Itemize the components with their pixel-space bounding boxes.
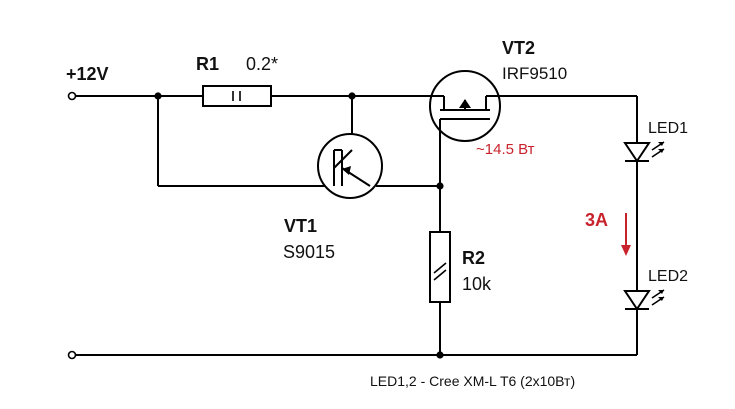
transistor-vt1 (317, 133, 383, 199)
r2-value: 10k (462, 274, 492, 294)
terminal-top (67, 91, 77, 101)
terminal-bottom (67, 350, 77, 360)
led1-label: LED1 (648, 120, 688, 137)
resistor-r1 (202, 85, 272, 107)
mosfet-vt2 (429, 70, 501, 142)
junction-dot (348, 92, 356, 100)
supply-label: +12V (66, 64, 109, 84)
vt2-name: VT2 (502, 38, 535, 58)
vt2-power: ~14.5 Вт (476, 141, 535, 158)
junctions (67, 91, 444, 360)
vt2-part: IRF9510 (502, 64, 567, 83)
resistor-r2 (429, 231, 451, 303)
r1-name: R1 (196, 54, 219, 74)
led-1 (623, 141, 665, 163)
junction-dot (436, 351, 444, 359)
current-label: 3A (585, 210, 608, 230)
junction-dot (154, 92, 162, 100)
led2-label: LED2 (648, 268, 688, 285)
r2-name: R2 (462, 248, 485, 268)
wiring (72, 95, 638, 356)
current-arrow-icon (621, 213, 631, 256)
vt1-name: VT1 (284, 216, 317, 236)
vt1-part: S9015 (283, 242, 335, 262)
junction-dot (436, 182, 444, 190)
footnote: LED1,2 - Cree XM-L T6 (2x10Вт) (370, 373, 575, 389)
led-2 (623, 289, 665, 311)
r1-value: 0.2* (246, 54, 278, 74)
